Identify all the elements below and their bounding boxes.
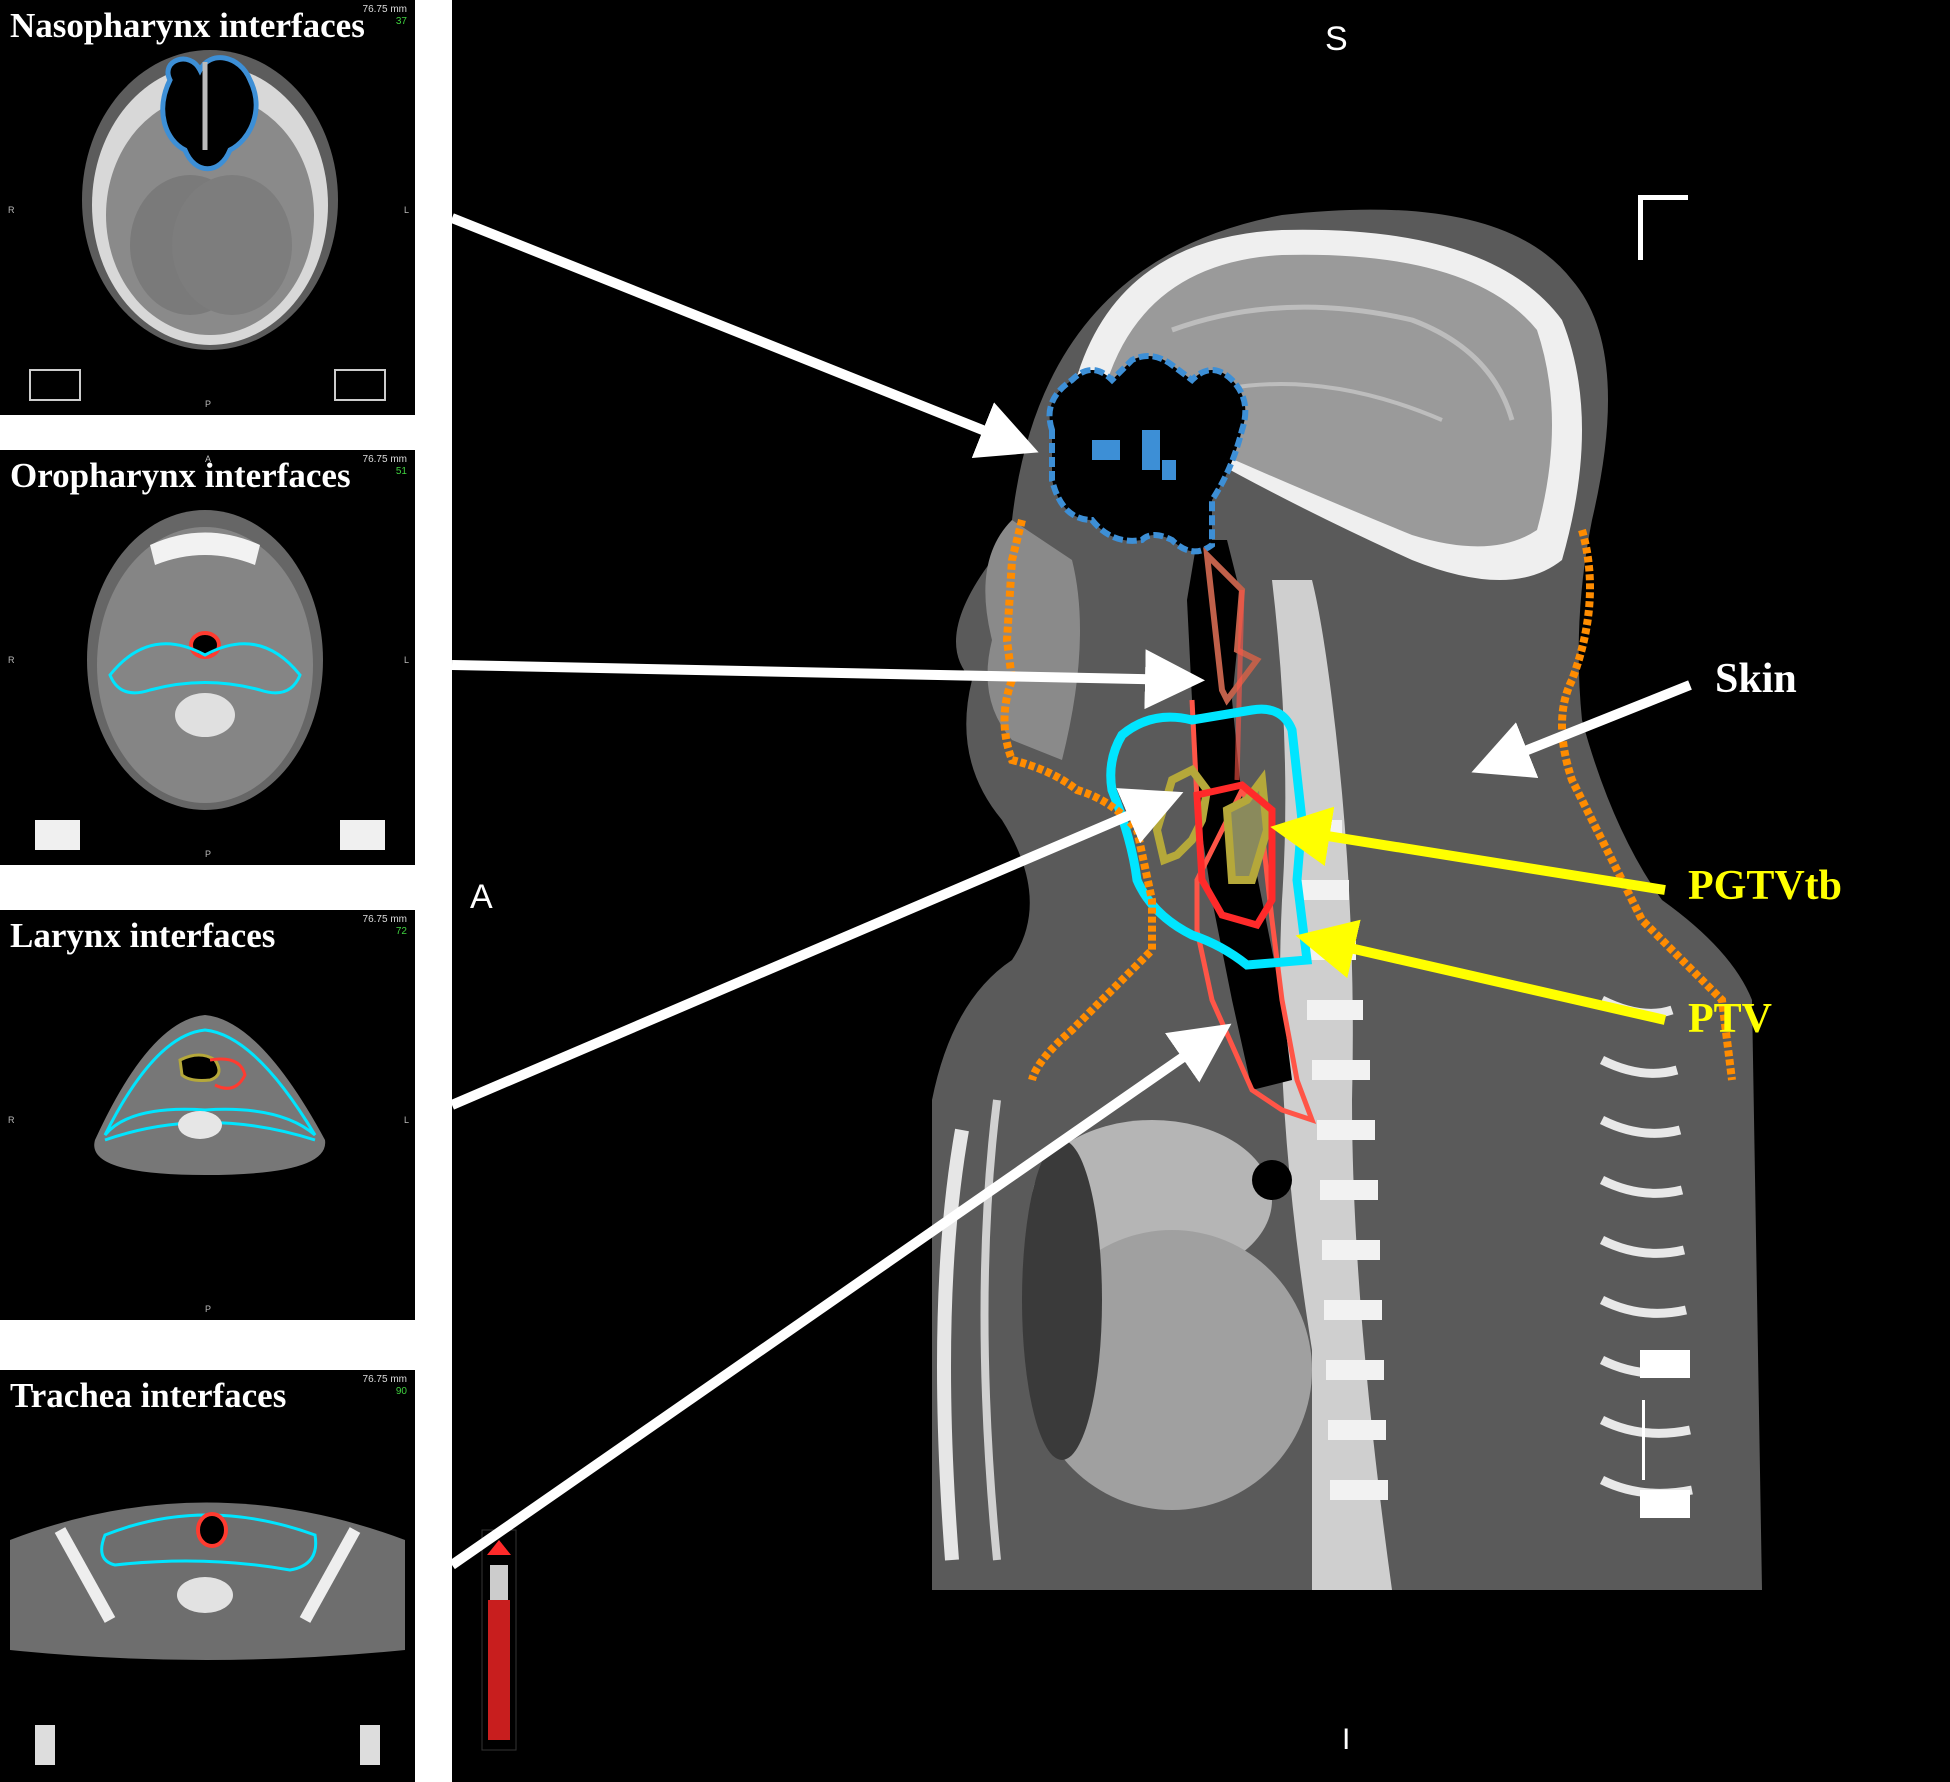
thumbnail-larynx: Larynx interfaces 76.75 mm 72 R L P [0, 910, 415, 1320]
thumbnail-slice-number: 37 [395, 16, 407, 27]
thumbnail-slice-number: 72 [395, 926, 407, 937]
thumbnail-title: Trachea interfaces [10, 1376, 287, 1415]
trachea-ct-slice [10, 1502, 405, 1765]
orient-inferior-label: I [1342, 1723, 1351, 1756]
orient-superior-label: S [1325, 20, 1348, 58]
orient-left-label: L [403, 205, 409, 215]
orient-anterior-label: A [470, 878, 493, 916]
orient-anterior-label: A [205, 454, 212, 464]
thumbnail-scale-readout: 76.75 mm [362, 4, 407, 15]
thumbnail-oropharynx: Oropharynx interfaces 76.75 mm 51 A R L … [0, 450, 415, 865]
callout-skin: Skin [1715, 656, 1797, 702]
orient-posterior-label: P [205, 399, 212, 409]
larynx-ct-slice [94, 1015, 326, 1175]
thumbnail-title: Larynx interfaces [10, 916, 276, 955]
callout-pgtvtb: PGTVtb [1688, 863, 1843, 909]
orient-posterior-label: P [205, 849, 212, 859]
thumbnail-slice-number: 90 [395, 1386, 407, 1397]
oropharynx-ct-slice [35, 510, 385, 850]
thumbnail-slice-number: 51 [395, 466, 407, 477]
orient-right-label: R [8, 655, 15, 665]
orient-left-label: L [403, 1115, 409, 1125]
nasopharynx-ct-slice [29, 50, 386, 401]
thumbnail-trachea: Trachea interfaces 76.75 mm 90 [0, 1370, 415, 1782]
thumbnail-nasopharynx: Nasopharynx interfaces 76.75 mm 37 R L P [0, 0, 415, 415]
orient-left-label: L [403, 655, 409, 665]
thumbnail-scale-readout: 76.75 mm [362, 914, 407, 925]
callout-ptv: PTV [1688, 996, 1772, 1042]
thumbnail-scale-readout: 76.75 mm [362, 454, 407, 465]
orient-posterior-label: P [205, 1304, 212, 1314]
thumbnail-title: Oropharynx interfaces [10, 456, 351, 495]
thumbnail-title: Nasopharynx interfaces [10, 6, 365, 45]
thumbnail-scale-readout: 76.75 mm [362, 1374, 407, 1385]
orient-right-label: R [8, 1115, 15, 1125]
orient-right-label: R [8, 205, 15, 215]
